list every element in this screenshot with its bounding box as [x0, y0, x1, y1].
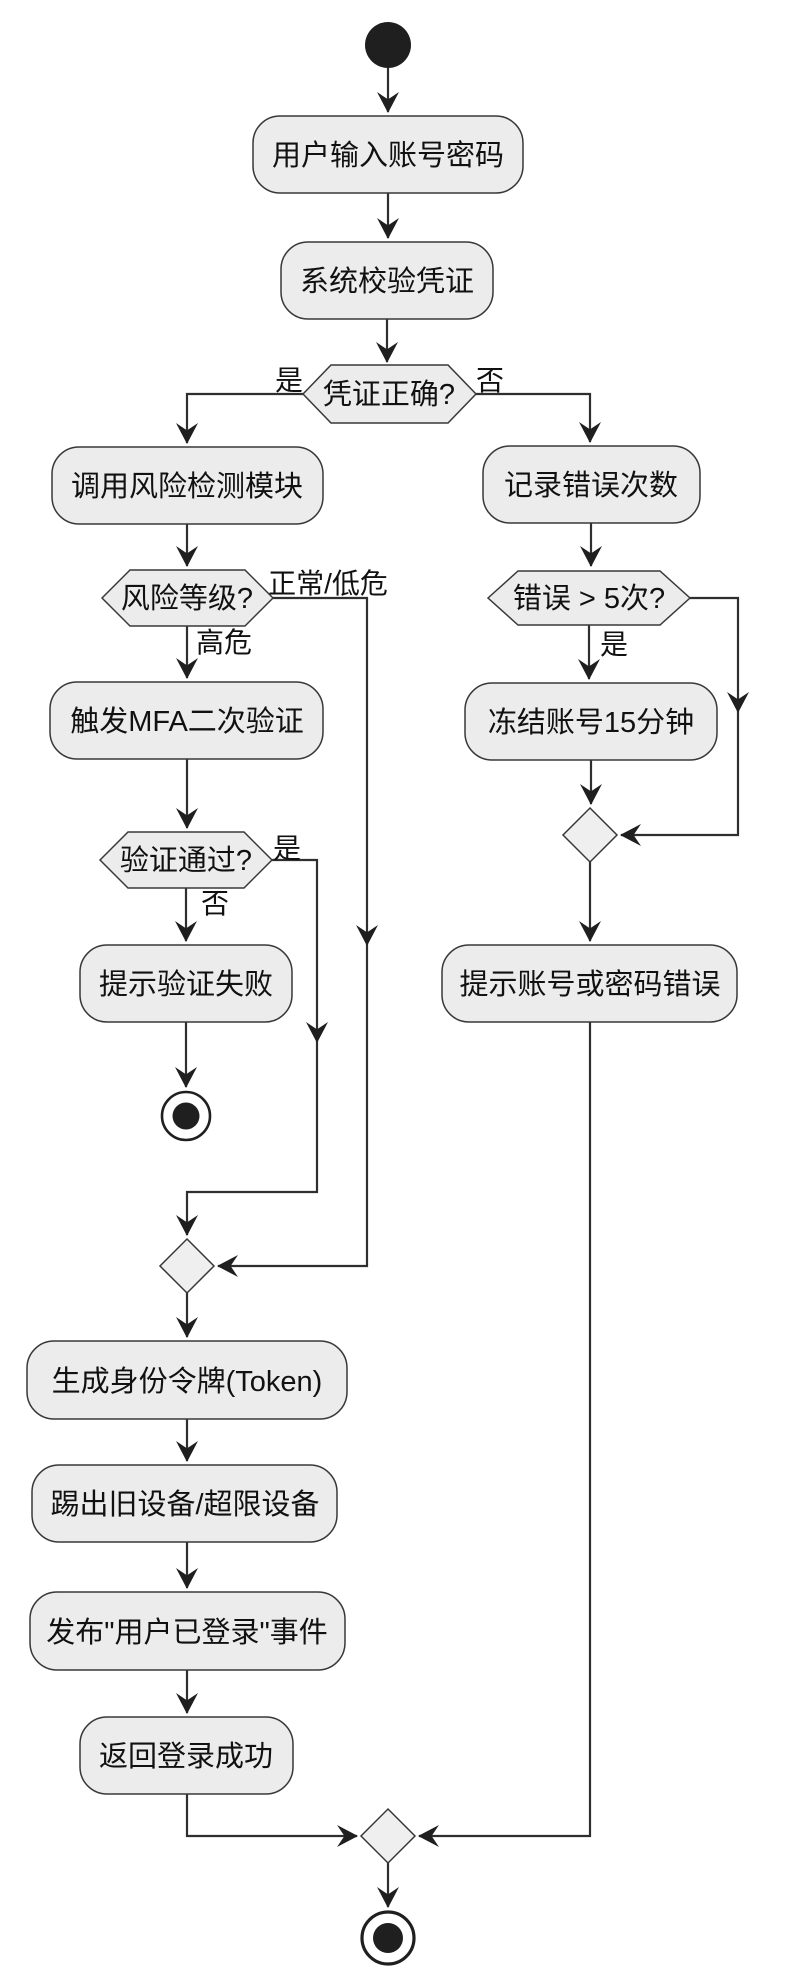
edge-mfa-yes-1: [272, 858, 328, 1043]
edge-label-risk-high: 高危: [196, 627, 252, 658]
node-kick-devices: 踢出旧设备/超限设备: [31, 1464, 338, 1543]
flow-edges: [175, 68, 749, 1908]
node-record-errors-label: 记录错误次数: [504, 469, 678, 502]
node-risk-module-label: 调用风险检测模块: [71, 470, 303, 503]
node-verify-credentials: 系统校验凭证: [280, 241, 494, 320]
node-record-errors: 记录错误次数: [482, 445, 701, 524]
node-wrong-credentials-msg: 提示账号或密码错误: [441, 944, 738, 1023]
decision-credentials-ok-label: 凭证正确?: [323, 378, 455, 411]
node-mfa-fail-msg-label: 提示验证失败: [99, 968, 273, 1001]
decision-mfa-passed-label: 验证通过?: [120, 844, 252, 877]
node-input-credentials-label: 用户输入账号密码: [272, 139, 504, 172]
edge-label-credentials-yes: 是: [275, 365, 303, 396]
node-mfa-fail-msg: 提示验证失败: [79, 944, 293, 1023]
merge-diamond-final: [359, 1807, 417, 1865]
end-node-mfa-fail: [160, 1090, 212, 1142]
decision-credentials-ok: 凭证正确?: [301, 364, 478, 424]
node-input-credentials: 用户输入账号密码: [252, 115, 524, 194]
node-generate-token-label: 生成身份令牌(Token): [52, 1365, 323, 1398]
node-publish-event: 发布"用户已登录"事件: [29, 1591, 346, 1671]
edge-labels: 是 否 正常/低危 高危 是 否 是: [196, 365, 628, 919]
edge-label-mfa-yes: 是: [273, 833, 301, 864]
decision-mfa-passed: 验证通过?: [98, 831, 274, 889]
node-freeze-account-label: 冻结账号15分钟: [488, 706, 694, 739]
edge-credentials-yes: [176, 392, 303, 444]
decision-risk-level-label: 风险等级?: [121, 582, 253, 615]
edge-label-mfa-no: 否: [201, 888, 229, 919]
node-freeze-account: 冻结账号15分钟: [464, 682, 718, 761]
merge-diamond-right: [561, 806, 619, 864]
edge-success-to-final: [185, 1794, 358, 1847]
edge-mfa-yes-2: [176, 1042, 319, 1236]
start-node: [365, 22, 411, 68]
edge-wrongmsg-to-final: [418, 1022, 592, 1847]
node-kick-devices-label: 踢出旧设备/超限设备: [50, 1488, 319, 1521]
edge-errors-no-1: [690, 596, 749, 713]
edge-risk-normal-low-2: [217, 945, 369, 1277]
edge-credentials-no: [476, 392, 601, 443]
merge-diamond-left: [158, 1237, 216, 1295]
edge-risk-normal-low-1: [273, 596, 378, 946]
decision-errors-over-5: 错误 > 5次?: [486, 570, 692, 626]
node-risk-module: 调用风险检测模块: [51, 446, 324, 525]
node-return-success: 返回登录成功: [79, 1716, 294, 1795]
node-return-success-label: 返回登录成功: [99, 1740, 273, 1773]
node-publish-event-label: 发布"用户已登录"事件: [46, 1616, 328, 1649]
node-trigger-mfa-label: 触发MFA二次验证: [70, 705, 304, 738]
edge-label-risk-normal-low: 正常/低危: [268, 568, 388, 599]
node-verify-credentials-label: 系统校验凭证: [300, 265, 474, 298]
end-node-final: [360, 1910, 416, 1966]
node-generate-token: 生成身份令牌(Token): [26, 1340, 348, 1420]
edge-label-errors-yes: 是: [600, 629, 628, 660]
node-trigger-mfa: 触发MFA二次验证: [49, 681, 324, 760]
node-wrong-credentials-msg-label: 提示账号或密码错误: [459, 968, 720, 1001]
edge-label-credentials-no: 否: [476, 365, 504, 396]
decision-risk-level: 风险等级?: [100, 569, 275, 627]
edge-errors-no-2: [620, 712, 740, 846]
decision-errors-over-5-label: 错误 > 5次?: [513, 582, 665, 615]
